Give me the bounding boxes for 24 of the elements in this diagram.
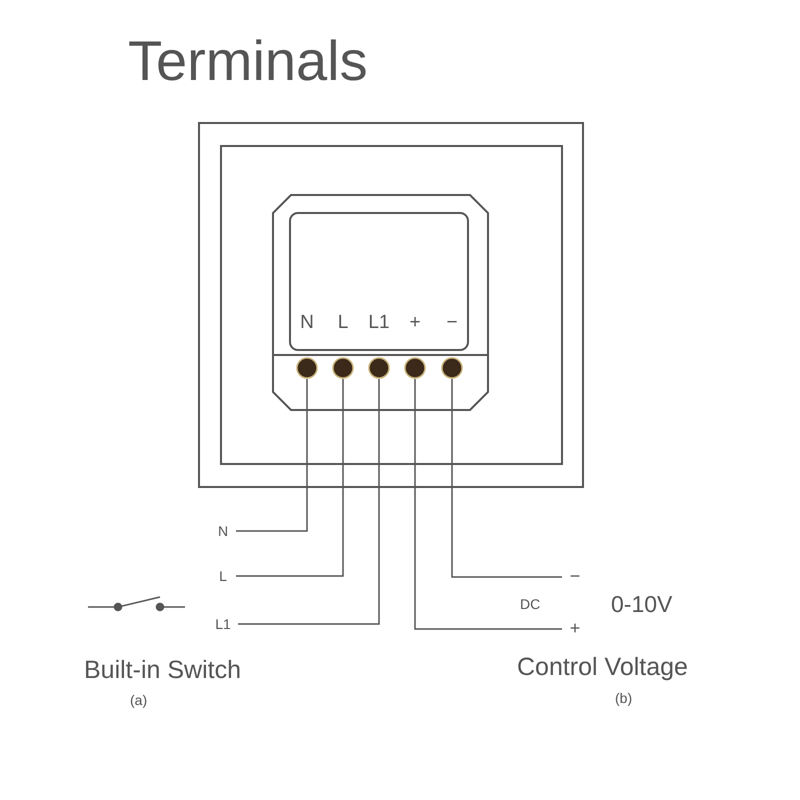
outer-frame: [198, 122, 584, 488]
wire-label: N: [210, 521, 236, 541]
caption: Built-in Switch: [84, 656, 241, 685]
wire: [451, 379, 562, 578]
wire: [238, 379, 380, 625]
wire-label: −: [562, 566, 588, 586]
terminal-label: L: [336, 312, 350, 334]
wire-label: L: [210, 566, 236, 586]
note-text: (a): [130, 692, 148, 708]
note-text: (b): [615, 690, 632, 706]
terminal-label: +: [408, 312, 422, 334]
inner-frame: [220, 145, 563, 465]
voltage-label: 0-10V: [611, 591, 672, 618]
wire: [236, 379, 344, 577]
wire-label: +: [562, 617, 588, 639]
terminal-label: −: [445, 312, 459, 334]
terminal-label: L1: [367, 312, 391, 334]
terminal-label: N: [299, 312, 315, 334]
wire: [414, 379, 562, 630]
signal-label: DC: [520, 596, 540, 612]
wire: [236, 379, 308, 532]
wire-label: L1: [208, 614, 238, 634]
title: Terminals: [128, 28, 368, 93]
caption: Control Voltage: [517, 653, 688, 682]
